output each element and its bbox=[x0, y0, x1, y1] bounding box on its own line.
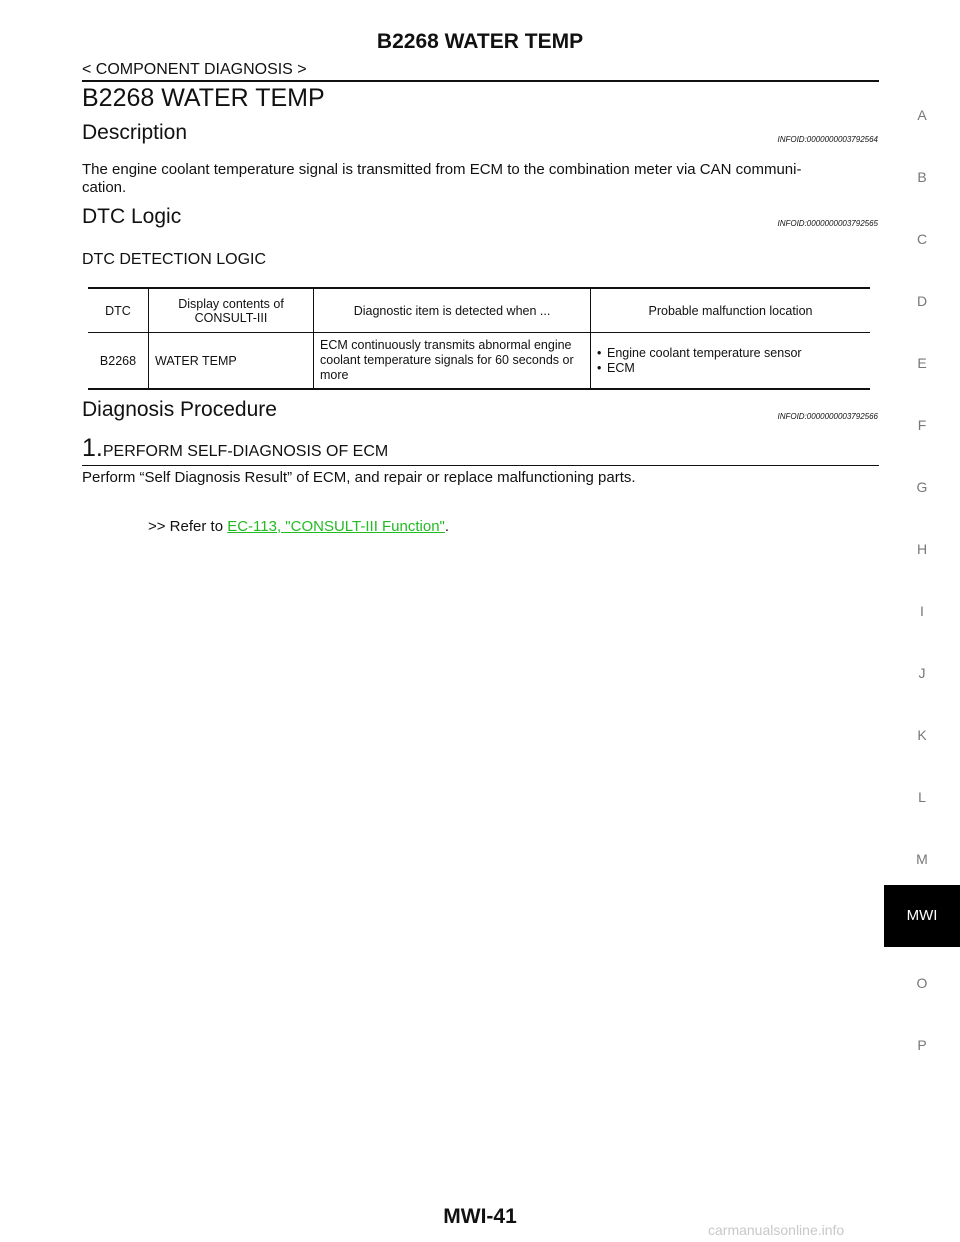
section-tab-m[interactable]: M bbox=[916, 851, 928, 867]
running-header-section: < COMPONENT DIAGNOSIS > bbox=[82, 61, 307, 78]
section-tab-h[interactable]: H bbox=[916, 541, 928, 557]
step-heading: 1.PERFORM SELF-DIAGNOSIS OF ECM bbox=[82, 434, 388, 463]
section-tab-j[interactable]: J bbox=[918, 665, 926, 681]
list-item: ECM bbox=[597, 361, 864, 376]
description-heading: Description bbox=[82, 121, 188, 144]
running-header-title: B2268 WATER TEMP bbox=[376, 30, 584, 53]
dtc-detection-logic-subheading: DTC DETECTION LOGIC bbox=[82, 251, 267, 268]
cell-display: WATER TEMP bbox=[148, 332, 314, 390]
cell-detected-when: ECM continuously transmits abnormal engi… bbox=[313, 332, 591, 390]
section-tab-d[interactable]: D bbox=[916, 293, 928, 309]
step-title: PERFORM SELF-DIAGNOSIS OF ECM bbox=[102, 443, 389, 460]
header-rule bbox=[82, 80, 879, 82]
refer-prefix: >> Refer to bbox=[148, 518, 228, 535]
section-tab-o[interactable]: O bbox=[916, 975, 928, 991]
description-infoid: INFOID:0000000003792564 bbox=[777, 135, 878, 144]
dtc-table: DTC Display contents of CONSULT-III Diag… bbox=[88, 287, 870, 390]
causes-list: Engine coolant temperature sensor ECM bbox=[597, 346, 864, 376]
section-tab-p[interactable]: P bbox=[917, 1037, 927, 1053]
section-tab-k[interactable]: K bbox=[917, 727, 927, 743]
section-tab-e[interactable]: E bbox=[917, 355, 927, 371]
table-header-row: DTC Display contents of CONSULT-III Diag… bbox=[88, 287, 870, 333]
step-rule bbox=[82, 465, 879, 466]
list-item: Engine coolant temperature sensor bbox=[597, 346, 864, 361]
dtc-logic-heading: DTC Logic bbox=[82, 205, 182, 228]
page-number: MWI-41 bbox=[443, 1205, 517, 1228]
dtc-logic-infoid: INFOID:0000000003792565 bbox=[777, 219, 878, 228]
section-tab-l[interactable]: L bbox=[918, 789, 926, 805]
section-tab-c[interactable]: C bbox=[916, 231, 928, 247]
section-tab-g[interactable]: G bbox=[916, 479, 928, 495]
section-tab-b[interactable]: B bbox=[917, 169, 927, 185]
ec-113-consult-iii-function-link[interactable]: EC-113, "CONSULT-III Function" bbox=[227, 518, 445, 535]
table-row: B2268 WATER TEMP ECM continuously transm… bbox=[88, 332, 870, 390]
section-tab-mwi-active[interactable]: MWI bbox=[884, 885, 960, 947]
diagnosis-heading: Diagnosis Procedure bbox=[82, 398, 277, 421]
section-tab-a[interactable]: A bbox=[917, 107, 927, 123]
col-header-location: Probable malfunction location bbox=[590, 287, 870, 333]
step-number: 1. bbox=[82, 434, 103, 462]
watermark: carmanualsonline.info bbox=[708, 1222, 845, 1238]
description-text: The engine coolant temperature signal is… bbox=[82, 161, 802, 196]
cell-causes: Engine coolant temperature sensor ECM bbox=[590, 332, 870, 390]
page-title: B2268 WATER TEMP bbox=[82, 84, 325, 112]
col-header-dtc: DTC bbox=[88, 287, 149, 333]
refer-line: >> Refer to EC-113, "CONSULT-III Functio… bbox=[148, 518, 449, 535]
section-tab-i[interactable]: I bbox=[920, 603, 924, 619]
col-header-display: Display contents of CONSULT-III bbox=[148, 287, 314, 333]
diagnosis-infoid: INFOID:0000000003792566 bbox=[777, 412, 878, 421]
col-header-display-text: Display contents of CONSULT-III bbox=[178, 296, 284, 325]
section-tab-f[interactable]: F bbox=[917, 417, 927, 433]
cell-dtc: B2268 bbox=[88, 332, 149, 390]
refer-suffix: . bbox=[444, 518, 450, 535]
step-text: Perform “Self Diagnosis Result” of ECM, … bbox=[82, 469, 636, 486]
col-header-detected: Diagnostic item is detected when ... bbox=[313, 287, 591, 333]
